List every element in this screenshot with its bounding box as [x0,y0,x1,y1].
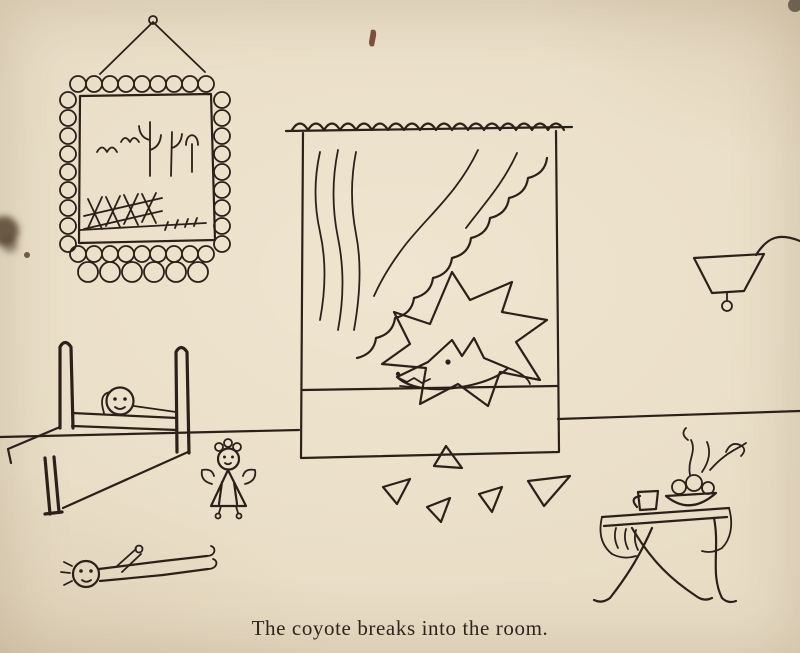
framed-picture [59,15,231,283]
doll-eye-right [231,455,234,459]
bed-side-rails [6,425,190,510]
corner-mark [788,0,800,12]
wall-line-path [0,409,800,439]
table [592,427,747,604]
floor-child-legs [161,554,210,577]
floor-child-head [71,559,101,589]
sleeping-child-mouth [114,406,126,410]
bed-posts [58,340,191,455]
fruit [671,474,715,495]
curtain-drape-lines [373,149,518,297]
fruit-stems [682,427,747,476]
floor-child-eye-left [79,569,83,573]
window [284,122,574,460]
coyote-breaking-in [380,270,549,408]
sleeping-child-eye-left [113,397,117,401]
stain-dot [24,252,30,258]
doll-foot-left [214,512,222,520]
wall-lamp [692,235,800,312]
floor-child-feet [206,545,218,570]
coyote-eye [445,359,451,365]
doll-eye-left [223,455,226,459]
fence [83,192,163,230]
doll-arms [200,468,257,485]
floor-child-eye-right [89,569,93,573]
window-frame [299,129,561,460]
coyote-head [395,336,510,391]
floor-child-body [97,559,165,583]
coyote-nose [395,371,401,377]
doll-dress [209,468,248,508]
curtain-rod [284,125,574,133]
cup-body [632,489,660,512]
lamp-bulb [721,292,733,312]
bed [6,340,191,516]
sleeping-child-eye-right [123,397,127,401]
paper-stain [0,216,19,253]
floor-child-arm [115,548,142,573]
birds-icon [96,137,140,153]
glass-shards [381,444,572,524]
frame-scallop-loops [59,75,231,283]
cactus-plants [138,121,199,177]
coyote-mouth-teeth [396,367,531,389]
curtain-scalloped-edge [355,156,549,360]
stain-blob-small [2,237,18,253]
bed-front-post [43,455,64,516]
doll-mouth [224,462,232,466]
blanket [133,405,177,413]
child-on-floor [60,544,218,589]
floor-child-hand [134,544,144,554]
tablecloth-corners [599,507,733,559]
rag-doll [200,438,257,520]
burst-hole [380,270,549,408]
fruit-bowl [664,427,747,507]
pillow [101,391,111,414]
table-top [600,506,731,528]
sleeping-child [101,386,177,416]
curtain-folds [314,149,361,331]
framed-landscape [79,121,207,231]
ink-speck-top [369,29,377,47]
wall-line [0,409,800,439]
doll-curls [214,438,242,452]
curtain [314,149,549,360]
frame-inner-border [77,92,217,245]
lampshade [692,252,766,295]
table-legs [592,516,738,604]
figure-caption: The coyote breaks into the room. [251,616,549,640]
cup [632,489,660,512]
frame-hanging-wire [99,15,206,75]
doll-foot-right [235,512,243,520]
floor-child-mouth [81,579,92,583]
bed-rails [70,411,179,432]
shard-triangles [381,444,572,524]
floor-child-hair [60,561,73,586]
sleeping-child-head [105,386,135,416]
ground-line [79,217,207,231]
doll-feet [218,505,239,514]
lamp-arm [754,235,800,257]
